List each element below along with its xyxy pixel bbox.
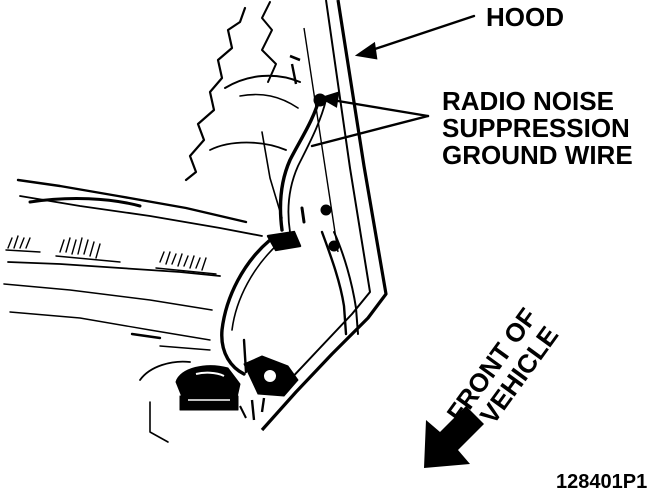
figure-code: 128401P1	[556, 471, 647, 493]
reservoir-assembly	[175, 355, 299, 421]
ground-wire-label-line-3: GROUND WIRE	[442, 140, 633, 170]
hood-panel-edge	[260, 0, 388, 432]
hood-hinge-assembly	[300, 204, 359, 336]
callout-labels: HOOD RADIO NOISE SUPPRESSION GROUND WIRE	[442, 2, 633, 170]
ground-wire-label-line-2: SUPPRESSION	[442, 113, 630, 143]
front-of-vehicle-indicator: FRONT OF VEHICLE	[424, 302, 564, 468]
engine-compartment-sketch	[3, 1, 301, 443]
hood-label: HOOD	[486, 2, 564, 32]
leader-lines	[310, 14, 476, 148]
front-direction-arrow-icon	[424, 406, 484, 468]
ground-wire-label-line-1: RADIO NOISE	[442, 86, 614, 116]
ground-wire	[220, 93, 327, 376]
